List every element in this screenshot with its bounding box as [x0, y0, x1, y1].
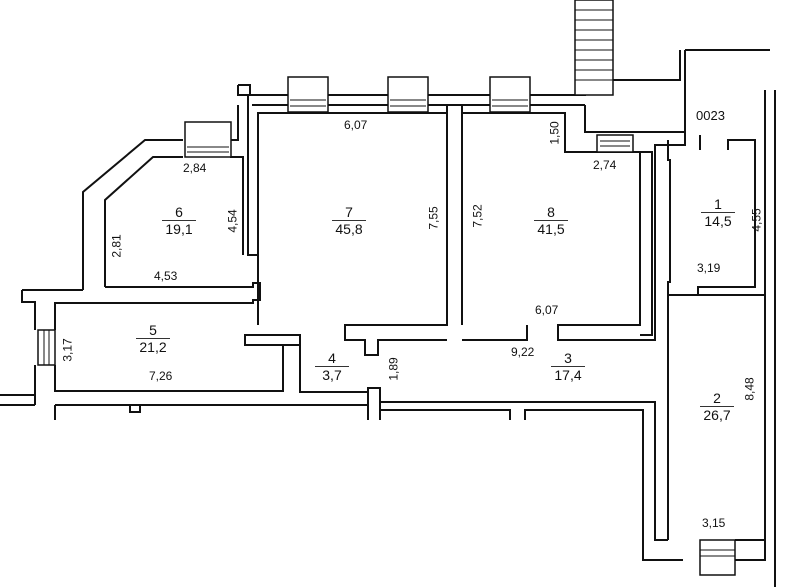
wall-south [0, 394, 368, 420]
room-number: 3 [551, 350, 585, 367]
dim-r7-right: 7,55 [426, 206, 441, 230]
dim-r8-bottom: 6,07 [535, 303, 559, 317]
room-area: 3,7 [322, 367, 342, 383]
partition-8-left [446, 105, 528, 341]
dim-r3-length: 9,22 [511, 345, 535, 359]
window-6 [184, 121, 232, 158]
dim-r1-right: 4,55 [749, 208, 764, 232]
room-number: 7 [332, 204, 366, 221]
dim-r8-notch: 1,50 [547, 121, 562, 145]
dim-r8-left: 7,52 [470, 204, 485, 228]
window-3 [489, 76, 531, 113]
dim-r5-left: 3,17 [60, 338, 75, 362]
room-2-walls [698, 90, 776, 587]
dim-r8-top: 2,74 [593, 158, 617, 172]
room-area: 45,8 [335, 221, 363, 237]
partition-7-6 [237, 85, 258, 256]
entrance-south [699, 539, 736, 576]
room-number: 4 [315, 350, 349, 367]
dim-r6-right: 4,54 [225, 209, 240, 233]
room-7-walls [257, 112, 448, 356]
room-area: 14,5 [704, 213, 732, 229]
room-number: 1 [701, 196, 735, 213]
stair-steps [575, 9, 613, 81]
plan-code: 0023 [696, 108, 725, 123]
room-number: 5 [136, 322, 170, 339]
room-area: 41,5 [537, 221, 565, 237]
dim-r1-bottom: 3,19 [697, 261, 721, 275]
dim-r2-bottom: 3,15 [702, 516, 726, 530]
dim-r7-top: 6,07 [344, 118, 368, 132]
room-area: 21,2 [139, 339, 167, 355]
room-6-walls [54, 156, 261, 330]
outer-east [684, 49, 770, 132]
window-sills [43, 99, 735, 557]
room-area: 19,1 [165, 221, 193, 237]
dim-r5-bottom: 7,26 [149, 369, 173, 383]
room-number: 6 [162, 204, 196, 221]
window-1 [287, 76, 329, 113]
dim-r6-left: 2,81 [109, 234, 124, 258]
stairs [574, 0, 614, 96]
room-area: 26,7 [703, 407, 731, 423]
dim-r6-bottom: 4,53 [154, 269, 178, 283]
dim-r6-top: 2,84 [183, 161, 207, 175]
dim-r4-right: 1,89 [386, 357, 401, 381]
room-6-outer [82, 105, 239, 290]
room-area: 17,4 [554, 367, 582, 383]
door-west [37, 329, 56, 366]
window-2 [387, 76, 429, 113]
room-1-walls [600, 50, 701, 335]
window-8-inner [596, 134, 634, 153]
dim-r2-right: 8,48 [742, 377, 757, 401]
room-number: 2 [700, 390, 734, 407]
room-number: 8 [534, 204, 568, 221]
